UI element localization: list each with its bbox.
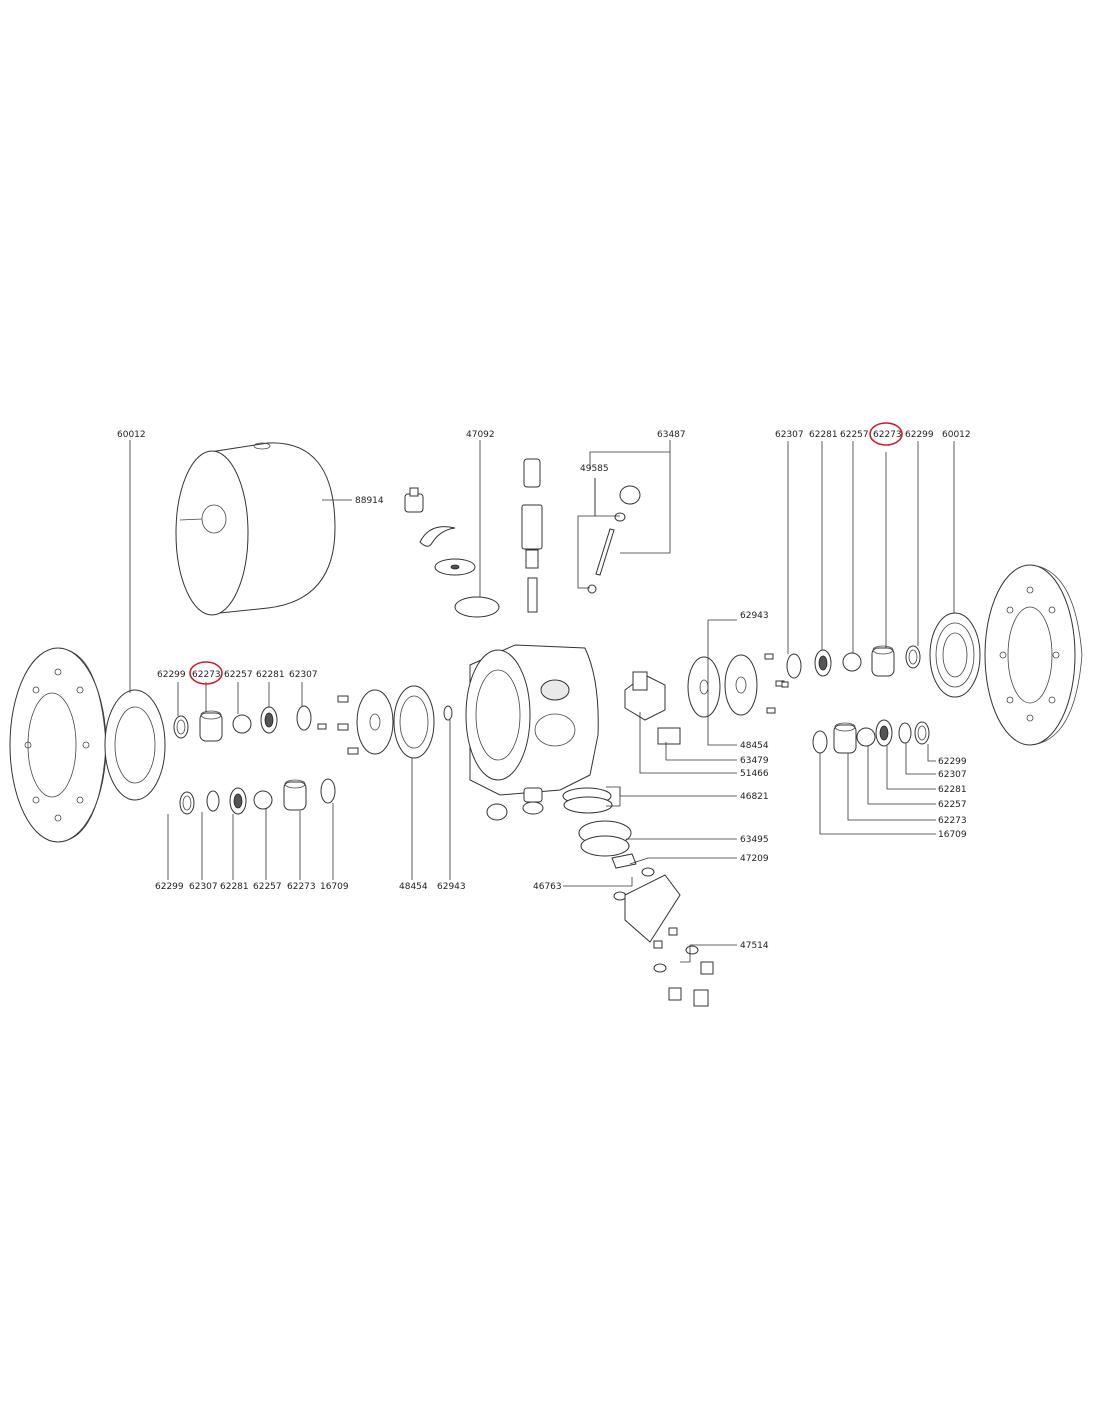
left-bottom-seal-62281 <box>229 787 247 815</box>
label-right-62273: 62273 <box>938 816 967 826</box>
label-right-top-62257: 62257 <box>840 430 869 440</box>
label-63487: 63487 <box>657 430 686 440</box>
right-bottom-oring-62307 <box>898 722 912 744</box>
right-diaphragm-part <box>929 612 981 698</box>
label-63479: 63479 <box>740 756 769 766</box>
oring-47092-part <box>454 596 500 618</box>
label-right-62299: 62299 <box>938 757 967 767</box>
label-left-bottom-62281: 62281 <box>220 882 249 892</box>
gasket-47209-part <box>611 853 637 869</box>
label-49585: 49585 <box>580 464 609 474</box>
cap-plug-part <box>486 803 508 821</box>
label-left-bottom-62257: 62257 <box>253 882 282 892</box>
highlight-left-62273 <box>189 661 223 685</box>
right-flange-part <box>984 564 1083 746</box>
left-top-ball-62257 <box>232 714 252 734</box>
spool-63495-part <box>578 820 632 857</box>
left-bottom-seat-62299 <box>179 791 195 815</box>
left-air-plate-part <box>356 689 394 755</box>
center-body-part <box>465 644 599 815</box>
snap-ring-part <box>419 526 456 547</box>
cylinder-housing-part <box>175 442 336 616</box>
right-screws-part <box>764 653 789 714</box>
label-46763: 46763 <box>533 882 562 892</box>
left-top-seat-62299 <box>173 715 189 739</box>
block-63479-part <box>657 727 681 745</box>
label-right-top-62281: 62281 <box>809 430 838 440</box>
piston-part <box>434 558 476 576</box>
left-bottom-cage-62273 <box>283 779 307 811</box>
label-47514: 47514 <box>740 941 769 951</box>
pilot-valve-51466-part <box>624 671 666 721</box>
label-right-top-62273: 62273 <box>873 430 902 440</box>
label-60012-left: 60012 <box>117 430 146 440</box>
left-bottom-oring-16709 <box>320 778 336 804</box>
label-left-bottom-62299: 62299 <box>155 882 184 892</box>
left-bottom-oring-62307 <box>206 790 220 812</box>
left-screws-part <box>317 695 359 755</box>
label-right-62257: 62257 <box>938 800 967 810</box>
right-top-oring-62307 <box>786 653 802 679</box>
right-top-ball-62257 <box>842 652 862 672</box>
left-top-cage-62273 <box>199 710 223 742</box>
spool-valve-63487-part <box>587 485 641 594</box>
label-88914: 88914 <box>355 496 384 506</box>
highlight-right-62273 <box>869 422 903 446</box>
left-top-seal-62281 <box>260 706 278 734</box>
push-fitting-part <box>404 487 424 513</box>
valve-stack-part <box>521 458 543 613</box>
oring-46763-part <box>613 867 655 901</box>
label-right-top-62299: 62299 <box>905 430 934 440</box>
right-bottom-oring-16709 <box>812 730 828 754</box>
label-47092: 47092 <box>466 430 495 440</box>
right-bottom-seat-62299 <box>914 721 930 745</box>
right-air-plate-48454-part <box>724 654 758 716</box>
left-flange-part <box>9 647 107 843</box>
label-right-62281: 62281 <box>938 785 967 795</box>
piston-rings-46821-part <box>562 787 613 814</box>
label-left-top-62299: 62299 <box>157 670 186 680</box>
end-cap-part <box>624 874 681 943</box>
label-left-bottom-62273: 62273 <box>287 882 316 892</box>
right-bottom-cage-62273 <box>833 722 857 754</box>
label-left-top-62257: 62257 <box>224 670 253 680</box>
label-left-bottom-48454: 48454 <box>399 882 428 892</box>
left-top-oring-62307 <box>296 705 312 731</box>
label-left-bottom-62943: 62943 <box>437 882 466 892</box>
right-bottom-ball-62257 <box>856 727 876 747</box>
label-left-top-62281: 62281 <box>256 670 285 680</box>
label-right-62307: 62307 <box>938 770 967 780</box>
label-62943-right: 62943 <box>740 611 769 621</box>
left-gasket-48454 <box>393 685 435 759</box>
leader-lines <box>129 440 955 963</box>
label-left-top-62273: 62273 <box>192 670 221 680</box>
right-bottom-seal-62281 <box>875 719 893 747</box>
left-bottom-ball-62257 <box>253 790 273 810</box>
label-right-top-62307: 62307 <box>775 430 804 440</box>
left-diaphragm-part <box>104 689 166 801</box>
right-top-seal-62281 <box>814 649 832 677</box>
label-51466: 51466 <box>740 769 769 779</box>
part-number-labels: 60012 88914 47092 63487 49585 62943 4845… <box>117 430 971 951</box>
right-top-seat-62299 <box>905 645 921 669</box>
label-47209: 47209 <box>740 854 769 864</box>
label-left-bottom-62307: 62307 <box>189 882 218 892</box>
label-right-16709: 16709 <box>938 830 967 840</box>
label-left-top-62307: 62307 <box>289 670 318 680</box>
highlight-marks <box>189 422 903 685</box>
right-gasket-62943-part <box>687 656 721 718</box>
label-46821: 46821 <box>740 792 769 802</box>
screws-47514-part <box>653 927 714 1007</box>
left-small-oring-62943 <box>443 705 453 721</box>
right-top-cage-62273 <box>871 645 895 677</box>
label-63495: 63495 <box>740 835 769 845</box>
label-48454-right: 48454 <box>740 741 769 751</box>
label-left-bottom-16709: 16709 <box>320 882 349 892</box>
label-60012-right: 60012 <box>942 430 971 440</box>
